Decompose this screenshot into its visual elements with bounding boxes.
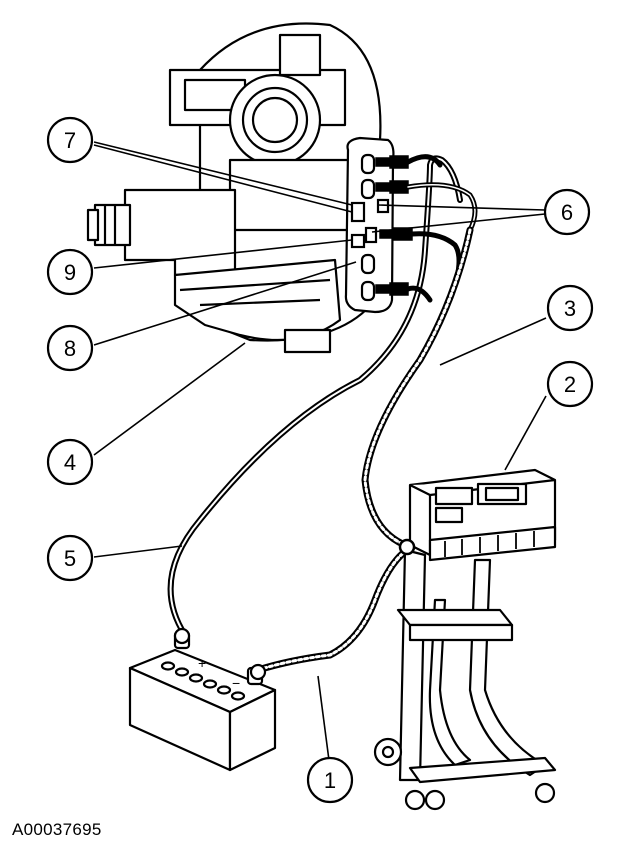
svg-text:3: 3 [564,296,576,321]
callout-2: 2 [546,360,594,408]
svg-text:2: 2 [564,372,576,397]
callout-8: 8 [46,324,94,372]
callout-1: 1 [306,756,354,804]
cables [167,154,478,674]
leader-lines [93,141,547,769]
svg-text:8: 8 [64,336,76,361]
callout-5: 5 [46,534,94,582]
callout-4: 4 [46,438,94,486]
svg-text:7: 7 [64,128,76,153]
svg-text:5: 5 [64,546,76,571]
connector-plate [344,136,395,314]
callout-9: 9 [46,248,94,296]
figure-id: A00037695 [12,820,102,839]
svg-text:1: 1 [324,768,336,793]
battery [128,627,277,772]
tester-keypad [444,531,535,557]
svg-text:4: 4 [64,450,76,475]
svg-text:9: 9 [64,260,76,285]
battery-positive-mark: + [198,655,206,671]
battery-negative-mark: − [232,675,240,691]
callout-6: 6 [543,188,591,236]
tester-cable-port [398,538,416,556]
callout-3: 3 [546,284,594,332]
tester-cart [373,468,557,811]
callout-7: 7 [46,116,94,164]
svg-text:6: 6 [561,200,573,225]
engine-assembly [86,22,382,354]
callouts: 7 6 9 3 8 2 4 5 [46,116,594,804]
